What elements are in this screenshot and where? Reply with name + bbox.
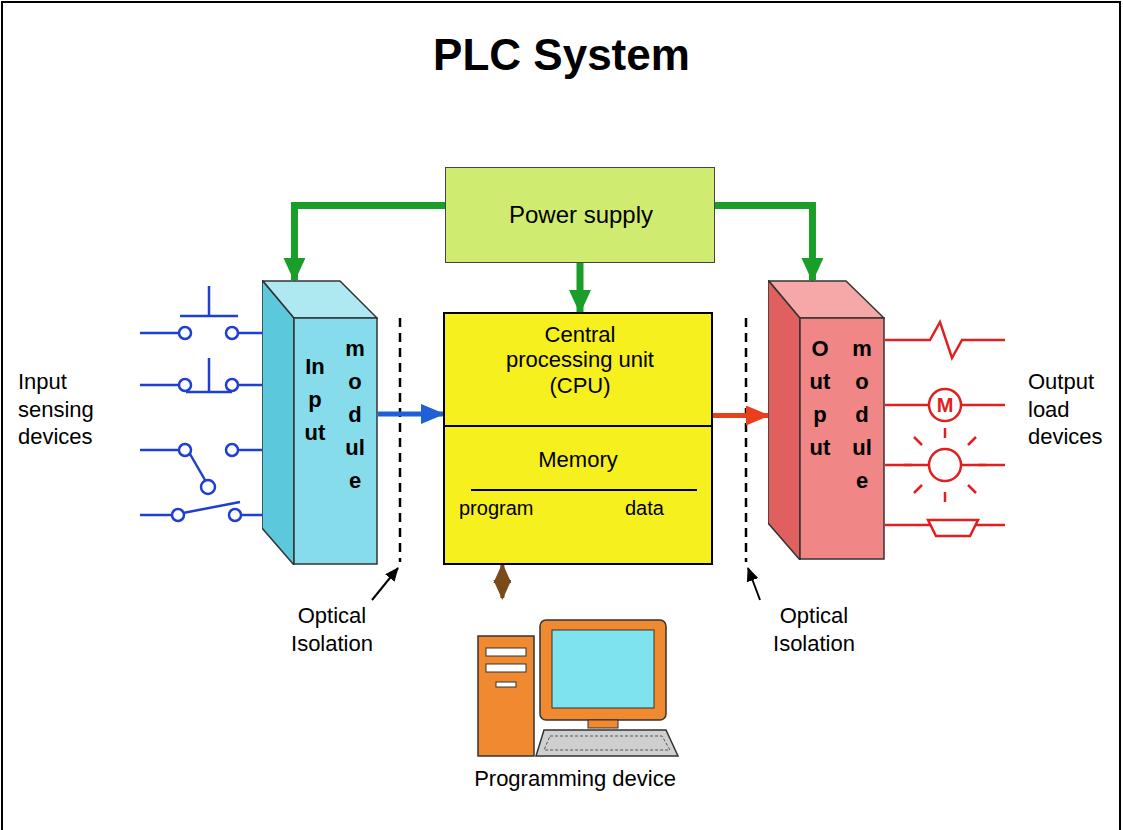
isolation-barrier [399,318,402,562]
annotation: Input sensing devices [18,368,123,451]
connector-arrow [500,565,504,598]
leader-line [748,568,760,600]
connector-arrow [294,205,445,280]
connector-arrow [378,411,443,416]
computer-icon [440,598,710,768]
input-switches [140,286,262,521]
power-supply-box: Power supply [445,167,715,263]
node-label: program [459,497,533,520]
programming-device: Programming device [440,598,710,800]
motor-symbol-letter: M [934,393,956,417]
annotation: Output load devices [1028,368,1120,451]
node-label: data [625,497,664,520]
node-label: Central processing unit (CPU) [490,322,670,398]
module-label: Input [304,350,326,449]
isolation-barrier [745,318,748,562]
input-module: Input module [262,280,378,565]
output-module: Output module [768,280,885,560]
output-loads [885,322,1005,536]
leader-line [372,568,398,600]
connector-arrow [715,205,812,280]
node-label: Power supply [446,201,716,229]
module-label: Output [809,332,831,464]
connector-arrow [713,413,768,418]
module-label: module [851,332,873,497]
cpu-box: Central processing unit (CPU) [443,312,713,427]
title: PLC System [0,30,1123,80]
connector-arrow [577,263,584,312]
annotation: Optical Isolation [276,602,388,657]
divider-line [471,489,697,491]
memory-box: Memory program data [443,425,713,565]
node-label: Programming device [440,766,710,791]
module-label: module [344,332,366,497]
node-label: Memory [445,447,711,472]
annotation: Optical Isolation [758,602,870,657]
